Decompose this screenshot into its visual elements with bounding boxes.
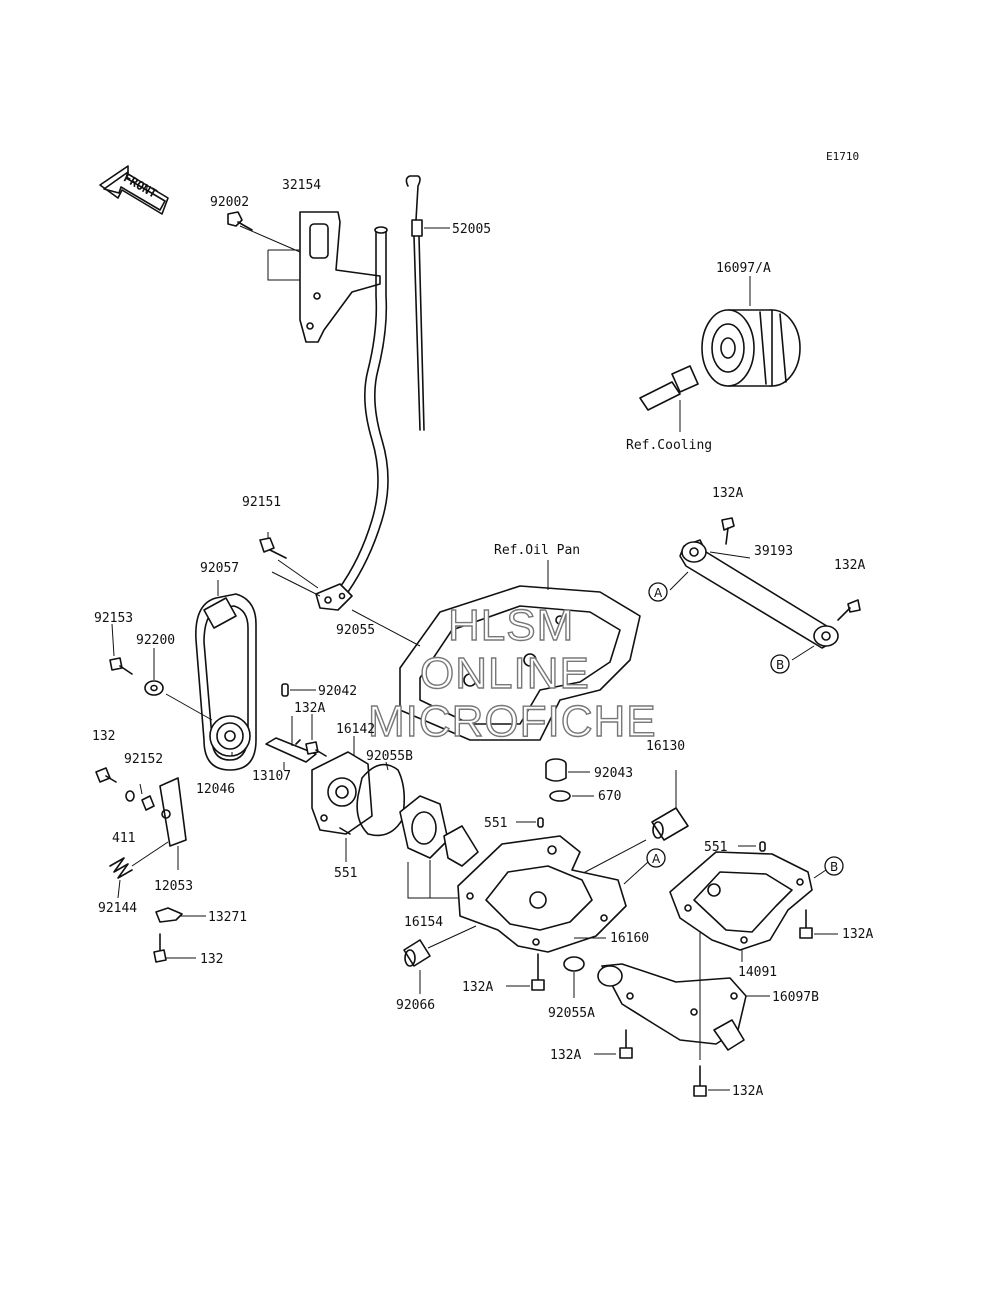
label-92151: 92151 [242, 495, 281, 510]
label-92055b: 92055B [366, 749, 413, 764]
oil-pump-part [311, 751, 373, 835]
label-16097a: 16097/A [716, 261, 771, 276]
label-39193: 39193 [754, 544, 793, 559]
bolt-icon [95, 767, 117, 783]
label-13107: 13107 [252, 769, 291, 784]
o-ring-part [549, 790, 571, 802]
label-16154: 16154 [404, 915, 443, 930]
bolt-icon [227, 211, 253, 231]
svg-text:ONLINE: ONLINE [420, 649, 590, 698]
label-13271: 13271 [208, 910, 247, 925]
strainer-part [669, 851, 813, 951]
bracket-part [299, 211, 381, 343]
washer-part [144, 680, 164, 696]
bolt-icon [693, 1065, 707, 1097]
label-551-a: 551 [484, 816, 507, 831]
bolt-icon [837, 599, 861, 621]
label-132a-mid: 132A [294, 701, 325, 716]
filter-fitting-part [639, 365, 699, 411]
svg-text:A: A [652, 852, 661, 866]
label-92144: 92144 [98, 901, 137, 916]
label-551-c: 551 [334, 866, 357, 881]
label-132-left: 132 [92, 729, 115, 744]
label-16097b: 16097B [772, 990, 819, 1005]
label-132a-right: 132A [834, 558, 865, 573]
label-132a-top: 132A [712, 486, 743, 501]
svg-text:A: A [654, 586, 663, 600]
label-132a-bottom: 132A [732, 1084, 763, 1099]
sprocket-part [209, 715, 251, 757]
pin-part [759, 841, 766, 852]
marker-a-2: A [646, 848, 666, 868]
oil-filter-part [701, 309, 801, 387]
svg-text:MICROFICHE: MICROFICHE [368, 697, 657, 746]
fitting-part [651, 807, 689, 841]
label-16142: 16142 [336, 722, 375, 737]
spring-part [109, 857, 133, 879]
label-92055a: 92055A [548, 1006, 595, 1021]
bolt-icon [305, 741, 327, 757]
rotor-part [399, 795, 479, 867]
shaft-part [265, 737, 317, 763]
bolt-icon [799, 909, 813, 939]
label-92055: 92055 [336, 623, 375, 638]
clip-part [155, 907, 183, 923]
label-92042: 92042 [318, 684, 357, 699]
ref-oil-pan: Ref.Oil Pan [494, 543, 580, 558]
label-92002: 92002 [210, 195, 249, 210]
label-92152: 92152 [124, 752, 163, 767]
label-32154: 32154 [282, 178, 321, 193]
dipstick-tube-part [315, 226, 389, 611]
chain-part [195, 593, 257, 771]
collar-part [545, 758, 567, 782]
label-52005: 52005 [452, 222, 491, 237]
relief-valve-part [125, 777, 187, 847]
label-670: 670 [598, 789, 621, 804]
label-92043: 92043 [594, 766, 633, 781]
bolt-icon [531, 953, 545, 991]
label-16160: 16160 [610, 931, 649, 946]
label-132a-low: 132A [462, 980, 493, 995]
ref-cooling: Ref.Cooling [626, 438, 712, 453]
label-16130: 16130 [646, 739, 685, 754]
bolt-icon [619, 1029, 633, 1059]
bolt-icon [153, 933, 167, 963]
plug-part [403, 939, 431, 967]
label-551-b: 551 [704, 840, 727, 855]
label-92153: 92153 [94, 611, 133, 626]
marker-a: A [648, 582, 668, 602]
svg-text:B: B [776, 658, 784, 672]
label-132a-low2: 132A [550, 1048, 581, 1063]
svg-text:HLSM: HLSM [448, 601, 574, 650]
oil-pan-part [399, 585, 641, 741]
o-ring-part [563, 956, 585, 972]
label-132a-r2: 132A [842, 927, 873, 942]
label-92057: 92057 [200, 561, 239, 576]
bolt-icon [259, 537, 287, 559]
label-14091: 14091 [738, 965, 777, 980]
pump-housing-part [457, 835, 627, 953]
marker-b-2: B [824, 856, 844, 876]
label-12053: 12053 [154, 879, 193, 894]
watermark: HLSM ONLINE MICROFICHE [367, 600, 657, 746]
label-411: 411 [112, 831, 135, 846]
oil-pipe-part [679, 539, 839, 649]
bolt-icon [721, 517, 735, 545]
label-132-bottom: 132 [200, 952, 223, 967]
pin-part [281, 683, 289, 697]
label-92200: 92200 [136, 633, 175, 648]
front-arrow-icon: FRONT [99, 165, 169, 215]
filter-cover-part [597, 963, 747, 1051]
marker-b: B [770, 654, 790, 674]
pin-part [537, 817, 544, 828]
figure-id: E1710 [826, 150, 859, 163]
dipstick-part [405, 175, 425, 431]
label-12046: 12046 [196, 782, 235, 797]
pin-part [339, 827, 351, 835]
label-92066: 92066 [396, 998, 435, 1013]
svg-text:B: B [830, 860, 838, 874]
bolt-icon [109, 657, 133, 675]
